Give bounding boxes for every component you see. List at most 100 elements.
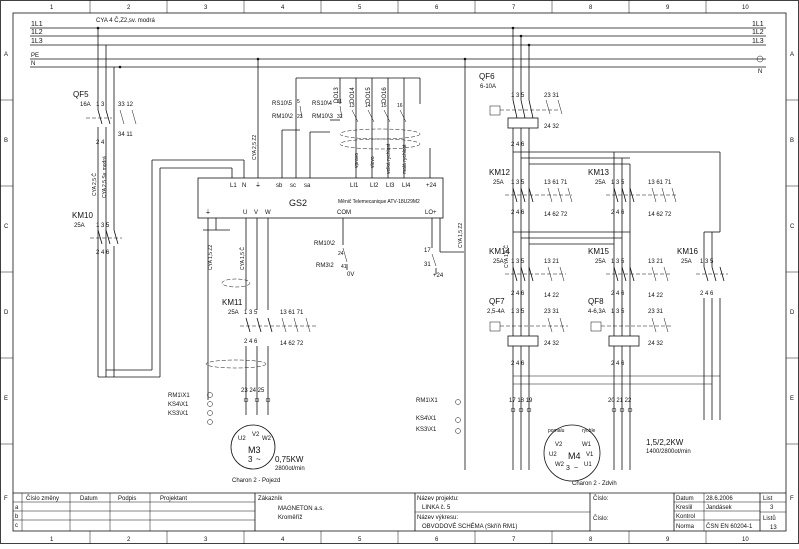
svg-text:D: D [4, 310, 9, 316]
svg-text:V: V [254, 210, 258, 216]
svg-text:A: A [4, 52, 8, 58]
svg-text:Projektant: Projektant [160, 496, 187, 502]
svg-text:A: A [790, 52, 794, 58]
supply-buses: 1L1 1L2 1L3 PE N 1L1 1L2 1L3 N CYA 4 Č,Z… [30, 17, 766, 75]
svg-text:Název projektu:: Název projektu: [417, 496, 459, 502]
qf5-rating: 16A [80, 102, 91, 108]
left-terminals: RM1\X1 KS4\X1 KS3\X1 [168, 392, 213, 425]
svg-text:QF7: QF7 [489, 297, 505, 306]
svg-text:⏚: ⏚ [255, 182, 261, 189]
svg-text:25A: 25A [493, 259, 504, 265]
gs2-drive: GS2 Měnič Telemecanique ATV-18U29M2 L1 N… [197, 177, 444, 219]
top-cable-label: CYA 4 Č,Z2,sv. modrá [96, 17, 155, 24]
svg-text:25A: 25A [681, 259, 692, 265]
col-label: 7 [512, 537, 516, 543]
mid-terminals: RM1\X1 KS4\X1 KS3\X1 [416, 398, 461, 434]
col-label: 3 [204, 537, 208, 543]
gs2-box [197, 177, 444, 219]
svg-text:RM10\2: RM10\2 [314, 241, 336, 247]
svg-text:QF6: QF6 [479, 72, 495, 81]
svg-text:31: 31 [424, 262, 431, 268]
svg-text:23: 23 [297, 114, 303, 120]
svg-text:OBVODOVÉ SCHÉMA (Skříň RM1): OBVODOVÉ SCHÉMA (Skříň RM1) [422, 523, 517, 530]
cable-label-c5: CYA 1,5 Č [239, 247, 246, 270]
svg-text:5: 5 [297, 99, 300, 105]
col-label: 5 [358, 5, 362, 11]
svg-text:1 3: 1 3 [96, 102, 105, 108]
svg-text:KM14: KM14 [489, 247, 510, 256]
svg-text:KM13: KM13 [588, 168, 609, 177]
col-label: 8 [589, 537, 593, 543]
km14-contactor: KM14 25A 1 3 5 13 21 14 22 2 4 6 [489, 247, 566, 299]
svg-text:2 4 6: 2 4 6 [611, 210, 625, 216]
svg-text:+24: +24 [426, 183, 437, 189]
svg-text:24 32: 24 32 [648, 341, 664, 347]
svg-text:2 4 6: 2 4 6 [96, 250, 110, 256]
col-label: 10 [742, 5, 749, 11]
svg-text:W2: W2 [262, 436, 272, 442]
bus-n-label-right: N [758, 69, 762, 75]
svg-text:E: E [4, 396, 8, 402]
svg-text:1 3 5: 1 3 5 [96, 223, 110, 229]
svg-text:1,5/2,2KW: 1,5/2,2KW [646, 438, 684, 447]
cable-label-c6: CYA 1,5 Z2 [458, 223, 464, 248]
col-label: 8 [589, 5, 593, 11]
cable-label-c2: CYA 2,5 Sv. modrá [102, 156, 108, 198]
col-label: 2 [127, 5, 131, 11]
svg-text:23 31: 23 31 [648, 309, 664, 315]
signal-label: velká rychlost [386, 143, 392, 174]
svg-text:KS4\X1: KS4\X1 [168, 402, 189, 408]
svg-text:⏚: ⏚ [205, 209, 211, 216]
svg-text:41: 41 [341, 264, 347, 270]
svg-text:C: C [790, 224, 795, 230]
svg-text:N: N [242, 183, 246, 189]
svg-text:KS3\X1: KS3\X1 [416, 427, 437, 433]
svg-text:2 4 6: 2 4 6 [511, 142, 525, 148]
svg-text:LI1: LI1 [350, 183, 359, 189]
svg-text:2 4 6: 2 4 6 [244, 339, 258, 345]
svg-text:LINKA č. 5: LINKA č. 5 [422, 505, 451, 511]
svg-text:KS3\X1: KS3\X1 [168, 411, 189, 417]
col-label: 2 [127, 537, 131, 543]
svg-text:16: 16 [397, 103, 403, 109]
km12-contactor: KM12 25A 1 3 5 13 61 71 14 62 72 2 4 6 [489, 168, 573, 218]
svg-text:KM15: KM15 [588, 247, 609, 256]
svg-text:28.6.2006: 28.6.2006 [706, 496, 733, 502]
svg-text:3: 3 [770, 505, 774, 511]
svg-text:sb: sb [276, 183, 283, 189]
svg-text:1400/2800ot/min: 1400/2800ot/min [646, 449, 691, 455]
gs2-subtitle: Měnič Telemecanique ATV-18U29M2 [338, 199, 420, 205]
svg-text:0V: 0V [347, 272, 354, 278]
svg-text:V2: V2 [555, 442, 563, 448]
signal-label: vlevo [370, 156, 376, 168]
digital-out-label: DO13 [334, 87, 340, 103]
svg-text:C: C [4, 224, 9, 230]
svg-text:3: 3 [248, 455, 253, 464]
svg-text:1 3 5: 1 3 5 [511, 93, 525, 99]
bus-pe-label: PE [31, 53, 39, 59]
svg-text:13: 13 [349, 103, 355, 109]
signal-label: vpravo [354, 153, 360, 168]
svg-text:~: ~ [256, 455, 261, 464]
svg-text:13 21: 13 21 [648, 259, 664, 265]
svg-text:W: W [265, 210, 271, 216]
svg-text:RM10\3: RM10\3 [312, 114, 334, 120]
svg-text:17 18 19: 17 18 19 [509, 398, 533, 404]
svg-text:14 62 72: 14 62 72 [544, 212, 568, 218]
col-label: 6 [435, 537, 439, 543]
svg-text:LI4: LI4 [402, 183, 411, 189]
svg-text:1 3 5: 1 3 5 [511, 309, 525, 315]
svg-text:D: D [790, 310, 795, 316]
col-label: 9 [666, 5, 670, 11]
col-label: 4 [281, 537, 285, 543]
signal-label: malá rychlost [402, 144, 408, 174]
svg-text:20 21 22: 20 21 22 [608, 398, 632, 404]
svg-text:2 4 6: 2 4 6 [511, 361, 525, 367]
col-label: 4 [281, 5, 285, 11]
bus-l2-label: 1L2 [31, 29, 43, 36]
km15-contactor: KM15 25A 1 3 5 13 21 14 22 2 4 6 [588, 247, 670, 299]
svg-text:14 62 72: 14 62 72 [648, 212, 672, 218]
svg-text:W1: W1 [582, 442, 592, 448]
